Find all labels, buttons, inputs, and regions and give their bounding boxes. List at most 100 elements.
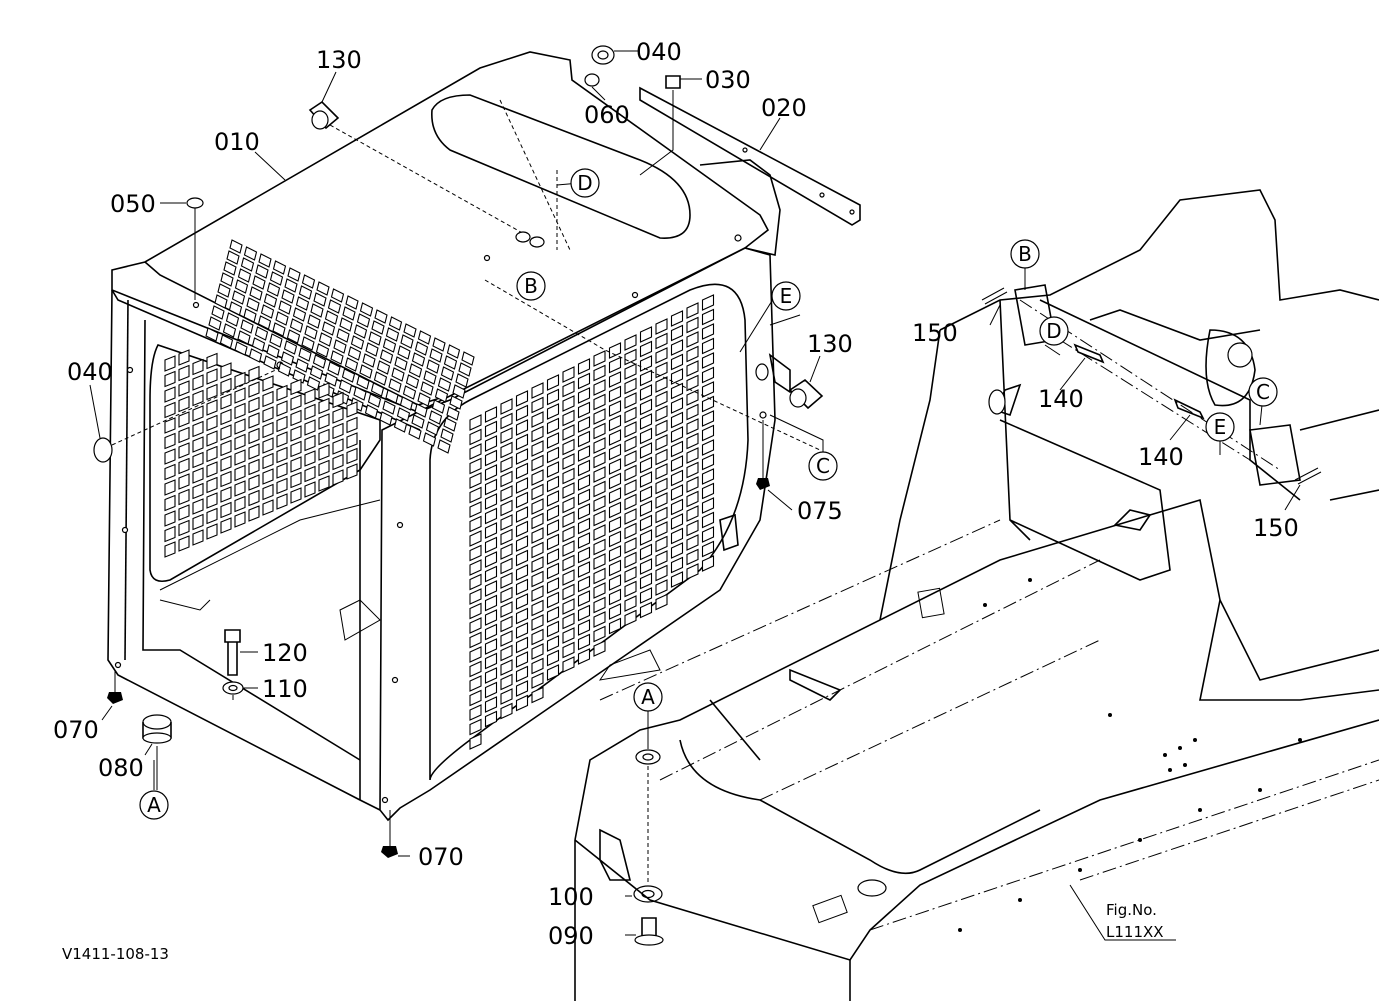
grid-cell <box>298 285 313 300</box>
grid-cell <box>276 462 288 479</box>
grid-cell <box>248 348 263 363</box>
grid-cell <box>639 558 653 575</box>
grid-cell <box>686 519 699 537</box>
grid-cell <box>701 410 715 427</box>
grid-cell <box>396 407 411 422</box>
grid-cell <box>278 300 292 315</box>
grid-cell <box>469 457 482 475</box>
grid-cell <box>500 427 513 444</box>
grid-cell <box>469 646 482 663</box>
grid-cell <box>420 381 434 396</box>
grid-cell <box>608 371 622 388</box>
grid-cell <box>515 622 529 639</box>
grid-cell <box>402 385 417 400</box>
grid-cell <box>318 459 330 477</box>
grid-cell <box>546 490 560 507</box>
grid-cell <box>248 505 260 522</box>
grid-cell <box>206 507 218 525</box>
grid-cell <box>336 328 350 343</box>
grid-cell <box>164 355 176 372</box>
grid-cell <box>192 467 204 484</box>
grid-cell <box>562 424 575 441</box>
grid-cell <box>531 440 544 457</box>
grid-cell <box>515 593 529 610</box>
label-060: 060 <box>584 101 630 129</box>
grid-cell <box>531 382 544 399</box>
grid-cell <box>234 279 249 294</box>
grid-cell <box>686 548 699 566</box>
grid-cell <box>562 612 575 630</box>
grid-cell <box>639 514 653 532</box>
grid-cell <box>624 377 637 395</box>
grid-cell <box>192 482 204 500</box>
grid-cell <box>344 357 359 372</box>
grid-cell <box>624 551 637 569</box>
grid-cell <box>655 361 668 379</box>
grid-cell <box>655 376 668 393</box>
grid-cell <box>639 587 653 604</box>
grid-cell <box>562 496 575 514</box>
grid-cell <box>234 495 246 513</box>
grid-cell <box>178 426 190 444</box>
grid-cell <box>310 303 324 318</box>
grid-cell <box>500 470 513 488</box>
grid-cell <box>318 397 330 415</box>
grid-cell <box>515 549 529 567</box>
grid-cell <box>469 544 482 562</box>
grid-cell <box>546 664 560 681</box>
grid-cell <box>531 498 544 515</box>
grid-cell <box>515 462 529 480</box>
grid-cell <box>624 450 637 467</box>
label-040-left: 040 <box>67 358 113 386</box>
grid-cell <box>608 603 622 620</box>
grid-cell <box>562 554 575 572</box>
grid-cell <box>248 396 260 414</box>
grid-cell <box>624 580 637 598</box>
grid-cell <box>531 396 544 414</box>
grid-cell <box>686 476 699 493</box>
grid-cell <box>178 519 190 537</box>
grid-cell <box>290 425 302 442</box>
grid-cell <box>624 609 637 627</box>
grid-cell <box>686 403 699 421</box>
grid-cell <box>484 594 498 612</box>
grid-cell <box>290 409 302 427</box>
grid-cell <box>701 337 715 355</box>
grid-cell <box>624 522 637 540</box>
grid-cell <box>248 381 260 398</box>
grid-cell <box>639 427 653 445</box>
grid-cell <box>379 349 394 364</box>
grid-cell <box>701 511 715 529</box>
grid-cell <box>307 314 321 329</box>
grid-cell <box>469 689 482 707</box>
grid-cell <box>262 375 274 392</box>
grid-cell <box>484 551 498 568</box>
grid-cell <box>686 316 699 334</box>
grid-cell <box>608 356 622 374</box>
grid-cell <box>206 476 218 494</box>
grid-cell <box>220 486 232 503</box>
grid-cell <box>217 283 231 298</box>
grid-cell <box>346 401 358 418</box>
grid-cell <box>546 519 560 536</box>
side-grid <box>469 294 715 750</box>
ref-c-right: C <box>816 454 830 478</box>
grid-cell <box>639 369 653 387</box>
grid-cell <box>484 638 498 655</box>
grid-cell <box>624 464 637 482</box>
grid-cell <box>546 446 560 464</box>
drawing-id: V1411-108-13 <box>62 945 169 963</box>
ref-e-right: E <box>780 284 793 308</box>
ref-a-left: A <box>147 793 161 817</box>
grid-cell <box>192 420 204 438</box>
grid-cell <box>452 384 466 399</box>
grid-cell <box>315 343 330 358</box>
grid-cell <box>577 532 591 549</box>
grid-cell <box>318 413 330 430</box>
grid-cell <box>655 477 668 495</box>
grid-cell <box>469 414 482 431</box>
grid-cell <box>290 378 302 396</box>
grid-cell <box>446 344 461 359</box>
grid-cell <box>701 294 715 311</box>
